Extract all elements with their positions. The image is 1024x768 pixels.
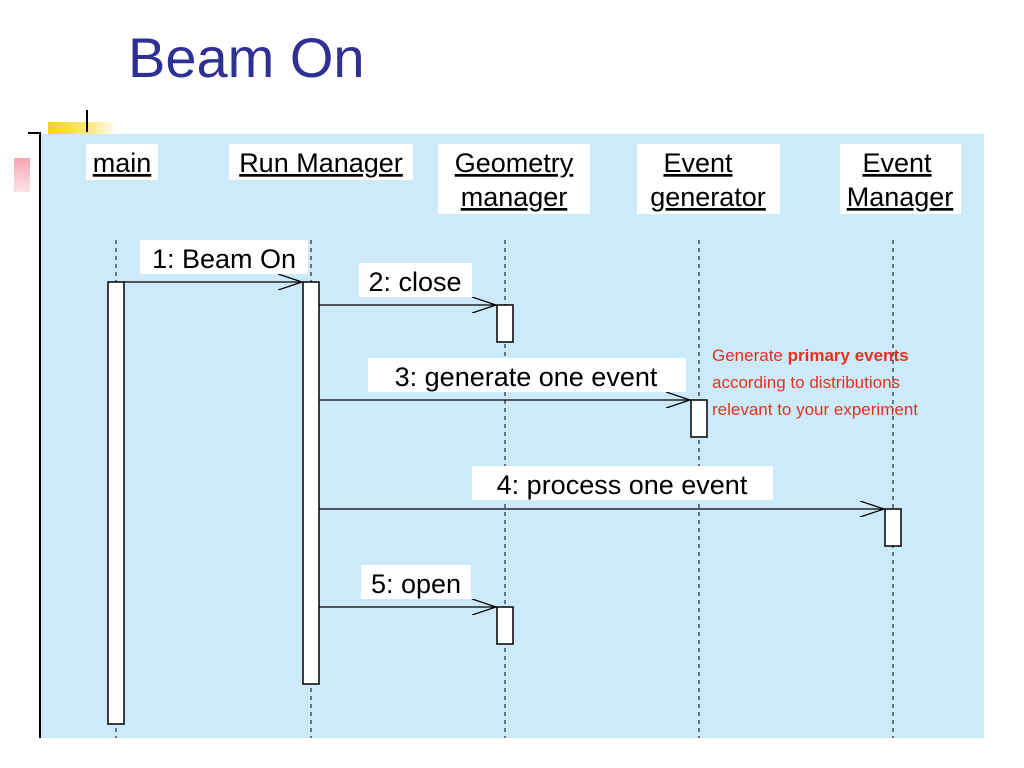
message-label-beam-on: 1: Beam On bbox=[152, 244, 296, 274]
decorative-tick-line bbox=[86, 110, 88, 132]
object-label-geometry-manager: manager bbox=[461, 182, 568, 212]
message-label-bg-5 bbox=[361, 565, 471, 599]
object-header-bg-main bbox=[86, 144, 158, 180]
object-label-event-manager-2: Manager bbox=[847, 182, 954, 212]
slide-title: Beam On bbox=[128, 26, 365, 89]
activation-geometry-close bbox=[496, 304, 514, 343]
activation-event-manager bbox=[884, 508, 902, 547]
annotation-line-1: Generate primary events bbox=[712, 342, 972, 369]
message-label-open: 5: open bbox=[371, 569, 461, 599]
object-header-bg-run-manager bbox=[229, 144, 413, 180]
message-label-bg-2 bbox=[359, 263, 472, 297]
annotation-line-3: relevant to your experiment bbox=[712, 400, 918, 419]
decorative-left-line bbox=[39, 132, 41, 738]
message-label-close: 2: close bbox=[368, 267, 461, 297]
annotation-bold: primary events bbox=[787, 346, 909, 365]
object-label-event-manager-1: Event bbox=[862, 148, 932, 178]
object-header-bg-geometry-manager bbox=[438, 144, 590, 214]
annotation-line-2: according to distributions bbox=[712, 373, 901, 392]
activation-event-generator bbox=[690, 399, 708, 438]
object-label-geometry: Geometry bbox=[455, 148, 574, 178]
message-label-bg-1 bbox=[140, 240, 308, 274]
message-label-generate-one-event: 3: generate one event bbox=[395, 362, 658, 392]
object-label-run-manager: Run Manager bbox=[239, 148, 403, 178]
object-label-main: main bbox=[93, 148, 152, 178]
annotation-prefix: Generate bbox=[712, 346, 788, 365]
object-label-event-generator-2: generator bbox=[650, 182, 766, 212]
object-header-bg-event-manager bbox=[840, 144, 961, 214]
message-label-bg-3 bbox=[368, 358, 686, 392]
object-header-bg-event-generator bbox=[637, 144, 780, 214]
message-label-bg-4 bbox=[472, 466, 773, 500]
annotation-note: Generate primary events according to dis… bbox=[712, 342, 972, 423]
decorative-corner-line bbox=[28, 132, 41, 134]
activation-run-manager bbox=[302, 281, 320, 685]
activation-geometry-open bbox=[496, 606, 514, 645]
object-label-event-generator-1: Event bbox=[663, 148, 733, 178]
activation-main bbox=[107, 281, 125, 725]
decorative-pink-bar bbox=[14, 158, 30, 192]
message-label-process-one-event: 4: process one event bbox=[497, 470, 748, 500]
